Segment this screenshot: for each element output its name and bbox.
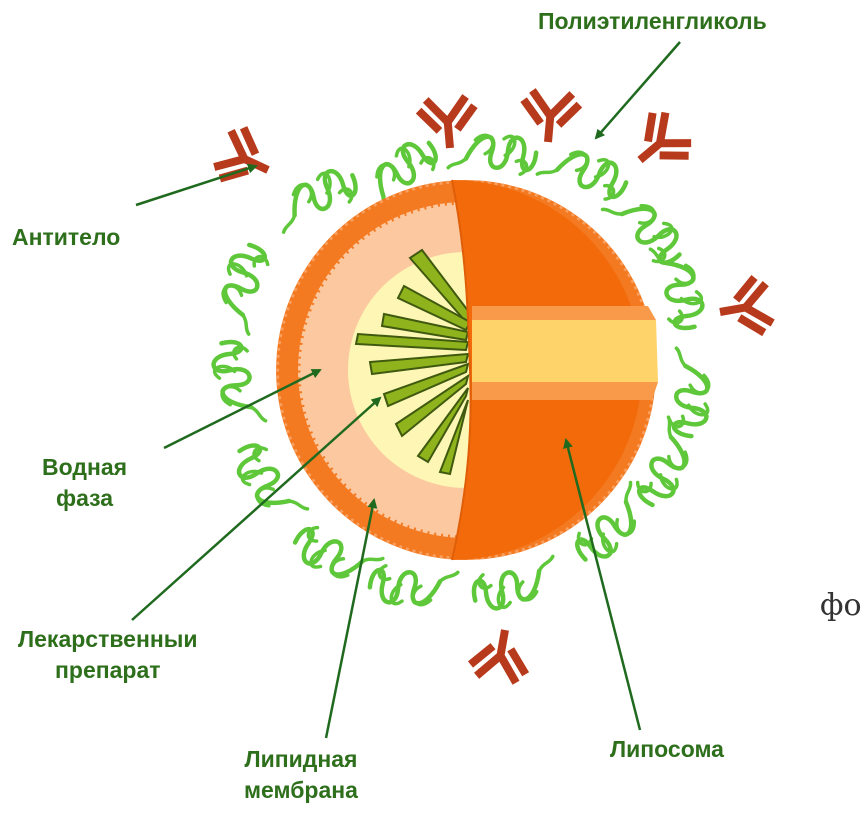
peg-coil-icon — [448, 127, 538, 183]
label-drug: Лекарственныи препарат — [18, 624, 198, 686]
cropped-side-text: фо — [820, 588, 861, 623]
peg-coil-icon — [537, 136, 631, 209]
antibody-y-shape-icon — [520, 90, 580, 145]
label-aqueous-line-1: Водная — [42, 452, 127, 483]
label-aqueous-line-2: фаза — [42, 483, 127, 514]
antibody-y-shape-icon — [622, 106, 696, 181]
label-drug-line-1: Лекарственныи — [18, 624, 198, 655]
antibody-y-shape-icon — [715, 276, 774, 340]
label-peg: Полиэтиленгликоль — [538, 6, 767, 37]
liposome-band-middle — [472, 320, 658, 382]
label-lipid-membrane: Липидная мембрана — [244, 744, 358, 806]
label-drug-line-2: препарат — [18, 655, 198, 686]
liposome-band-lower — [472, 382, 658, 400]
label-membrane-line-1: Липидная — [244, 744, 358, 775]
arrow-antibody — [136, 166, 256, 205]
label-peg-text: Полиэтиленгликоль — [538, 6, 767, 37]
arrow-lipid-membrane — [326, 500, 374, 738]
peg-coil-icon — [470, 556, 560, 612]
label-liposome-text: Липосома — [610, 734, 724, 765]
peg-coil-icon — [210, 338, 266, 428]
label-antibody-text: Антитело — [12, 222, 120, 253]
label-antibody: Антитело — [12, 222, 120, 253]
peg-coil-icon — [368, 558, 458, 614]
liposome-band-upper — [472, 306, 656, 320]
antibody-y-shape-icon — [469, 625, 533, 684]
label-membrane-line-2: мембрана — [244, 775, 358, 806]
peg-coil-icon — [209, 241, 277, 334]
liposome-sphere — [276, 180, 658, 560]
antibody-y-shape-icon — [211, 123, 280, 195]
label-liposome: Липосома — [610, 734, 724, 765]
label-aqueous-phase: Водная фаза — [42, 452, 127, 514]
